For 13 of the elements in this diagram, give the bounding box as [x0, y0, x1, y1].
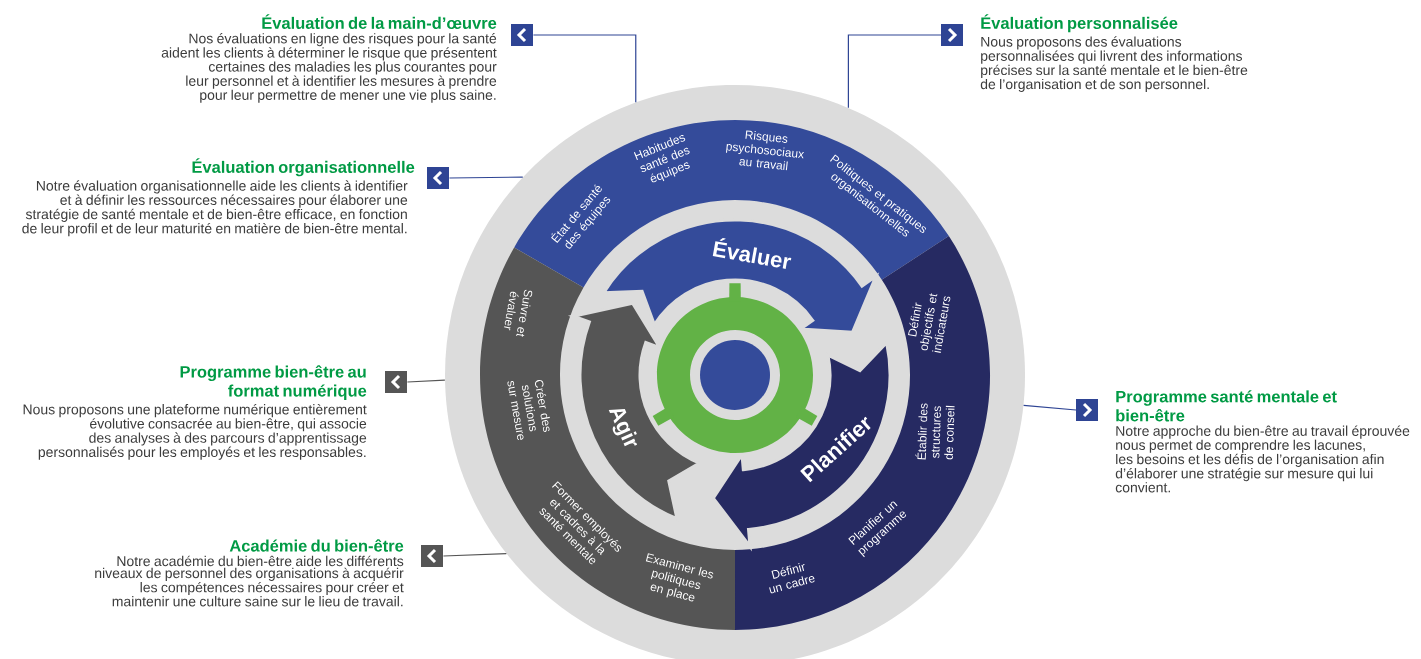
callout-text: Évaluation personnalisée Nous proposons des évaluations personnalisées qui livrent des informations précises sur la santé mentale et le bien-être de l’organisation et de son personnel. — [980, 14, 1248, 92]
callout-text: Programme santé mentale et bien-être Notre approche du bien-être au travail éprouvée nous permet de comprendre les lacunes, les besoins et les défis de l’organisation afin d’élaborer une stratégie sur mesure qui lui convient. — [1115, 390, 1410, 493]
leader-line — [847, 34, 942, 109]
callout-text: Évaluation organisationnelle Notre évaluation organisationnelle aide les clients à identifier et à définir les ressources nécessaires pour élaborer une stratégie de santé mentale et de bien-être efficace, en fonction de leur profil et de leur maturité en matière de bien-être mental. — [22, 158, 415, 237]
leader-line — [1023, 404, 1077, 411]
callout-text: Évaluation de la main-d’œuvre Nos évaluations en ligne des risques pour la santé aident les clients à déterminer le risque que présentent certaines des maladies les plus courantes pour leur personnel et à identifier les mesures à prendre pour leur permettre de mener une vie plus saine. — [161, 14, 497, 103]
callout-text: Programme bien-être au format numérique Nous proposons une plateforme numérique entièrement évolutive consacrée au bien-être, qui associe des analyses à des parcours d’apprentissage personnalisés pour les employés et les responsables. — [23, 365, 367, 460]
phase-block: Évaluer — [602, 218, 878, 334]
leader-line — [448, 176, 524, 179]
callout-text: Académie du bien-être Notre académie du bien-être aide les différents niveaux de personnel des organisations à acquérir les compétences nécessaires pour créer et maintenir une culture saine sur le lieu de travail. — [95, 539, 404, 607]
leader-line — [442, 553, 507, 557]
leader-line — [532, 34, 637, 103]
leader-line — [406, 379, 446, 383]
